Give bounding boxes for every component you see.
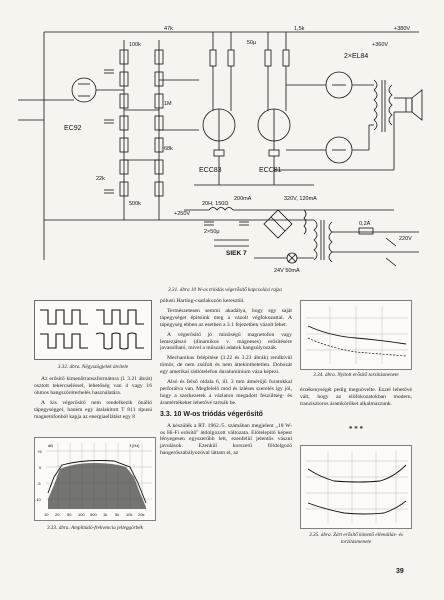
col2-paragraph: pólusú Harting-csatlakozón keresztül.	[160, 298, 245, 304]
label-360v: +360V	[372, 42, 388, 48]
col2-paragraph: Alsó és felső oldala 6, ill. 3 mm átmérő…	[160, 379, 292, 406]
label-ec92: EC92	[64, 125, 82, 132]
schematic-caption: 3.31. ábra 10 W-os triódás végerősítő ka…	[168, 287, 282, 293]
label-380v: +380V	[394, 26, 410, 32]
label-k15: 1,5k	[294, 26, 305, 32]
label-250v: +250V	[174, 211, 190, 217]
label-2x50u: 2×50μ	[204, 229, 220, 235]
label-k100: 100k	[129, 42, 141, 48]
section-stars: * * *	[349, 425, 363, 433]
col2-paragraph: Mechanikus felépítése (3.22 és 3.23 ábrá…	[160, 355, 292, 376]
label-ecc83: ECC83	[199, 167, 222, 174]
column-1-text: Az erősítő kimenőtranszformátora (l. 3.2…	[34, 376, 152, 423]
column-2-text: pólusú Harting-csatlakozón keresztül. Te…	[160, 298, 292, 460]
label-k47: 47k	[164, 26, 173, 32]
distortion-chart	[300, 300, 412, 370]
label-2xel84: 2×EL84	[344, 53, 368, 60]
x-tick-label: 20k	[138, 512, 144, 517]
y-tick-label: -5	[37, 481, 41, 486]
x-tick-label: 5k	[115, 512, 119, 517]
y-unit-label: dB	[48, 443, 53, 448]
label-u50: 50μ	[247, 40, 256, 46]
label-24v: 24V 50mA	[274, 268, 300, 274]
amp-freq-caption: 3.33. ábra. Amplitúdó-frekvencia jellegg…	[47, 525, 143, 531]
col1-paragraph: Az erősítő kimenőtranszformátora (l. 3.2…	[34, 376, 152, 396]
x-tick-label: 500	[90, 512, 97, 517]
label-fuse: 0,2A	[359, 221, 371, 227]
col2-paragraph: A készülék a RT. 1962./5. számában megje…	[160, 422, 292, 457]
x-tick-label: 100	[78, 512, 85, 517]
x-tick-label: 1k	[103, 512, 107, 517]
col2-paragraph: Természetesen semmi akadálya, hogy egy s…	[160, 307, 292, 328]
label-k22: 22k	[96, 176, 105, 182]
y-tick-label: -10	[35, 497, 42, 502]
x-unit-label: f [Hz]	[130, 443, 139, 448]
x-tick-label: 20	[55, 512, 60, 517]
page-number: 39	[396, 568, 404, 575]
label-k500: 500k	[129, 201, 141, 207]
label-k68: 68k	[164, 146, 173, 152]
x-tick-label: 10k	[126, 512, 132, 517]
label-siek7: SIEK 7	[226, 250, 247, 257]
x-tick-label: 50	[67, 512, 72, 517]
label-200ma: 200mA	[234, 196, 252, 202]
label-m1: 1M	[164, 101, 172, 107]
col1-paragraph: A kis végerősítő nem rendelkezik önálló …	[34, 399, 152, 420]
label-320v: 320V, 120mA	[284, 196, 317, 202]
y-tick-label: 0	[39, 465, 42, 470]
circuit-schematic: +380V +360V 2×EL84 EC92 ECC83 ECC81 100k…	[18, 26, 423, 274]
label-choke: 20H, 150Ω	[202, 201, 228, 207]
col3-paragraph: érzékenységét pedig megnövelte. Ezzel le…	[300, 387, 412, 407]
square-wave-figure	[34, 300, 152, 360]
section-heading: 3.3. 10 W-os triódás végerősítő	[160, 410, 263, 418]
amp-freq-chart: +5 0 -5 -10 10 20 50 100 500 1k 5k 10k 2…	[34, 437, 156, 521]
column-3-text: érzékenységét pedig megnövelte. Ezzel le…	[300, 387, 412, 411]
closed-amp-caption: 3.35. ábra. Zárt erősítő kimenő ellenáll…	[309, 532, 403, 545]
distortion-caption: 3.34. ábra. Nyitott erősítő torzításmene…	[313, 372, 399, 378]
closed-amp-chart	[300, 445, 412, 529]
x-tick-label: 10	[44, 512, 49, 517]
y-tick-label: +5	[37, 449, 42, 454]
label-ecc81: ECC81	[259, 167, 282, 174]
label-220v: 220V	[399, 236, 412, 242]
col2-paragraph: A végerősítő jó minőségű magnetofon vagy…	[160, 331, 292, 352]
square-wave-caption: 3.32. ábra. Négyszögjelek átvitele	[57, 364, 129, 370]
